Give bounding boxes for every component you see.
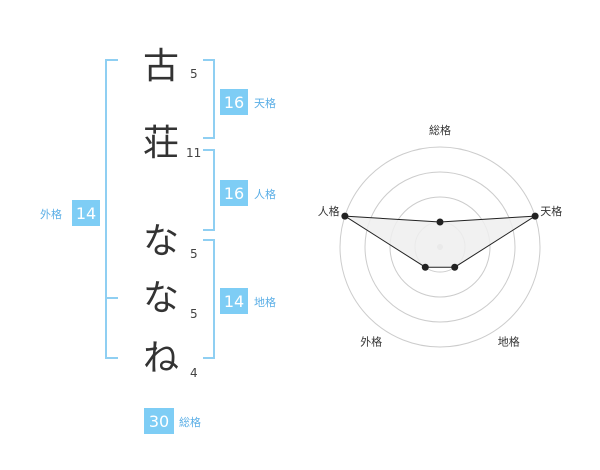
name-char-2: 荘 <box>143 123 179 164</box>
tenkaku-badge: 16 天格 <box>220 89 276 115</box>
chikaku-bracket <box>203 239 215 359</box>
radar-axis-label-5: 人格 <box>318 204 340 218</box>
name-char-1: 古 <box>143 46 179 87</box>
tenkaku-label: 天格 <box>254 96 276 110</box>
chikaku-label: 地格 <box>254 295 276 309</box>
jinkaku-label: 人格 <box>254 187 276 201</box>
radar-ring-2 <box>389 196 491 298</box>
gaikaku-label: 外格 <box>40 207 62 221</box>
radar-axis-label-2: 天格 <box>540 204 562 218</box>
chikaku-badge: 14 地格 <box>220 288 276 314</box>
radar-axis-label-1: 総格 <box>429 123 451 137</box>
radar-ring-3 <box>364 171 516 323</box>
radar-ring-4 <box>339 146 541 348</box>
radar-point-4 <box>421 263 429 271</box>
stroke-count-3: 5 <box>190 247 198 261</box>
stroke-count-5: 4 <box>190 366 198 380</box>
radar-point-5 <box>341 212 349 220</box>
stroke-count-2: 11 <box>186 146 201 160</box>
stroke-count-4: 5 <box>190 307 198 321</box>
soukaku-badge: 30 総格 <box>144 408 201 434</box>
radar-polygon <box>344 215 536 268</box>
radar-axis-label-3: 地格 <box>498 335 520 349</box>
name-char-5: ね <box>143 338 179 379</box>
radar-axis-label-4: 外格 <box>360 335 382 349</box>
soukaku-value: 30 <box>149 412 169 431</box>
gaikaku-value: 14 <box>76 204 96 223</box>
jinkaku-badge: 16 人格 <box>220 180 276 206</box>
radar-point-3 <box>451 263 459 271</box>
soukaku-label: 総格 <box>179 415 201 429</box>
jinkaku-value: 16 <box>224 184 244 203</box>
chikaku-value: 14 <box>224 292 244 311</box>
jinkaku-bracket <box>203 149 215 231</box>
gaikaku-bracket <box>105 59 118 359</box>
radar-point-1 <box>436 218 444 226</box>
name-char-3: な <box>143 221 179 262</box>
radar-point-2 <box>531 212 539 220</box>
stroke-count-1: 5 <box>190 67 198 81</box>
gaikaku-badge: 外格 14 <box>40 200 100 226</box>
tenkaku-bracket <box>203 59 215 139</box>
name-char-4: な <box>143 278 179 319</box>
tenkaku-value: 16 <box>224 93 244 112</box>
